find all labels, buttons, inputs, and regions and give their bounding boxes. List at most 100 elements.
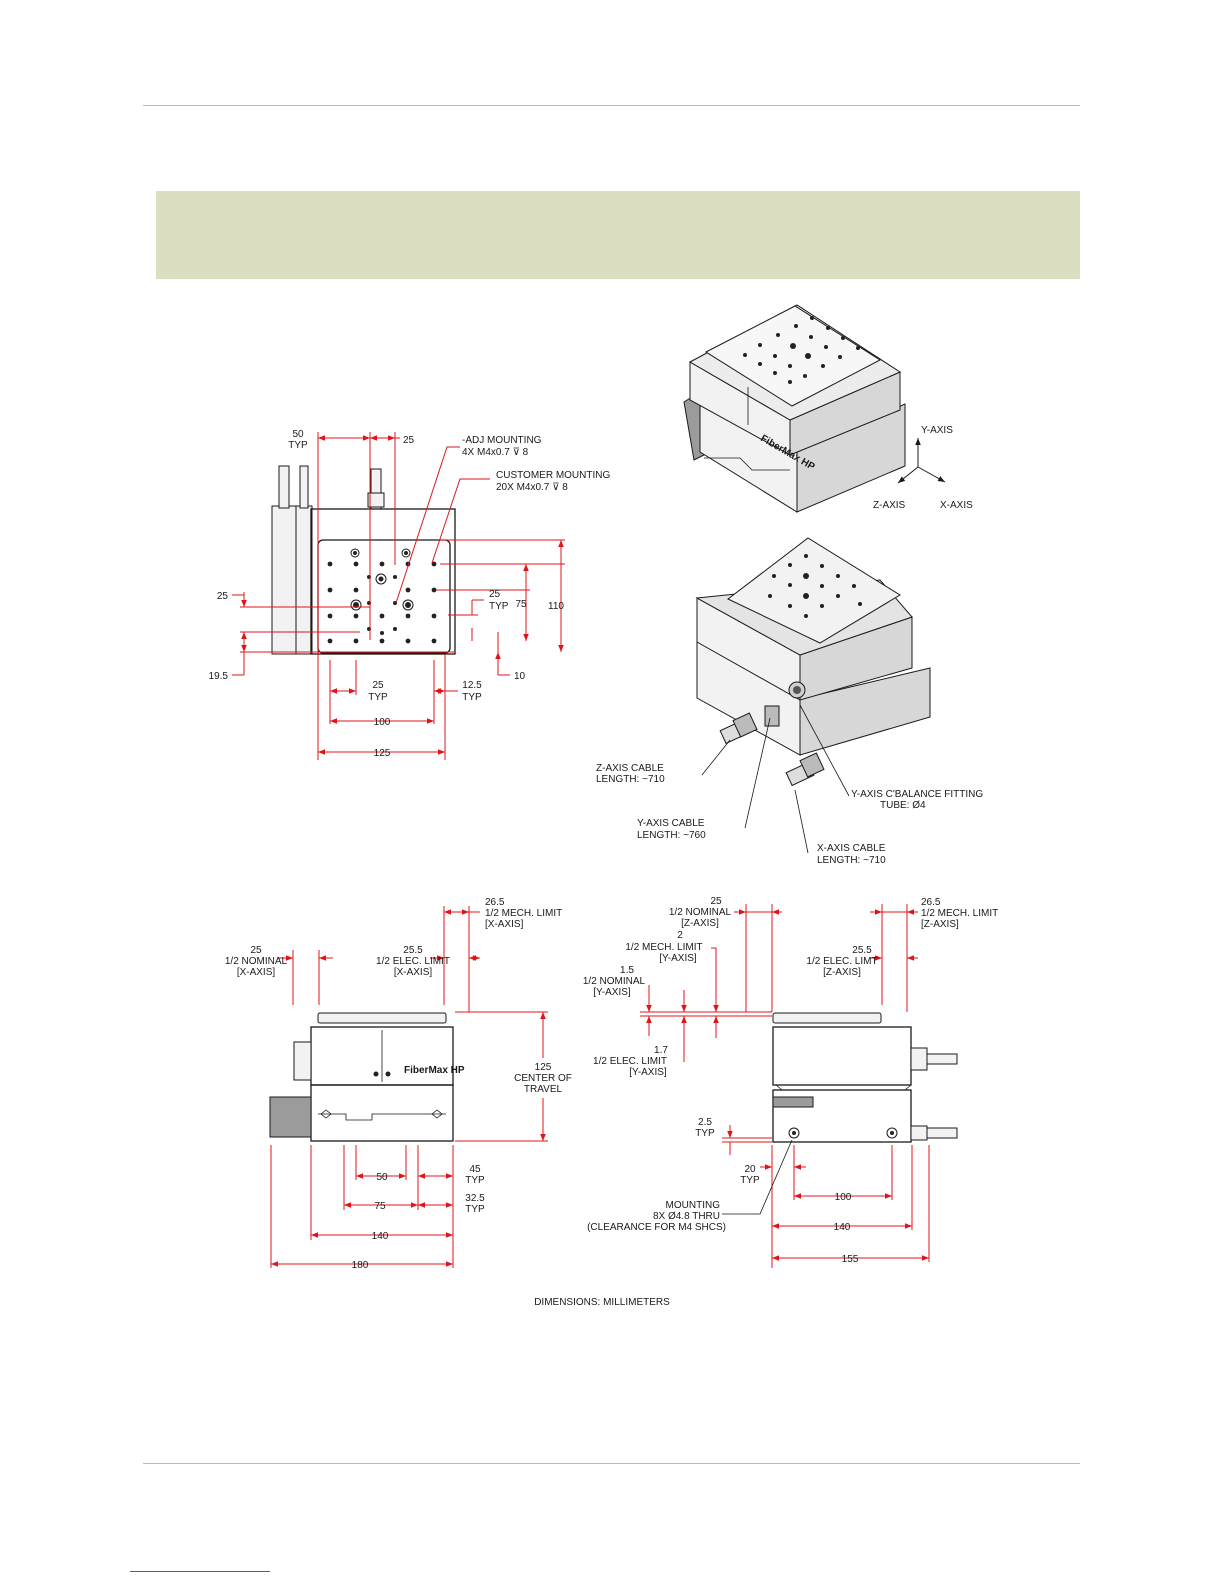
front-dim-140: 140 (372, 1231, 389, 1242)
iso-view-bottom: Z-AXIS CABLE LENGTH: ~710 Y-AXIS CABLE L… (596, 537, 983, 866)
side-half-nominal-z-label: 1/2 NOMINAL (669, 907, 732, 918)
axis-label-x: X-AXIS (940, 500, 973, 511)
side-half-elec-z-axis: [Z-AXIS] (823, 967, 861, 978)
side-dim-20: 20 (744, 1164, 756, 1175)
y-balance-label: Y-AXIS C'BALANCE FITTING (851, 789, 983, 800)
dim-50-typ-label: TYP (288, 440, 308, 451)
front-dim-32-5-typ: TYP (465, 1204, 485, 1215)
side-dim-140: 140 (834, 1222, 851, 1233)
units-note: DIMENSIONS: MILLIMETERS (534, 1297, 670, 1308)
side-half-nominal-y-value: 1.5 (620, 965, 634, 976)
front-dim-45-typ: TYP (465, 1175, 485, 1186)
front-view-x-motor (269, 1096, 312, 1138)
side-view-dimensions (640, 904, 930, 1268)
side-half-elec-y-value: 1.7 (654, 1045, 668, 1056)
top-view-dimensions (232, 432, 565, 760)
y-cable-label: Y-AXIS CABLE (637, 818, 705, 829)
side-half-mech-y-axis: [Y-AXIS] (659, 953, 697, 964)
front-dim-45: 45 (469, 1164, 481, 1175)
x-cable-label: X-AXIS CABLE (817, 843, 886, 854)
side-half-elec-y-label: 1/2 ELEC. LIMIT (593, 1056, 667, 1067)
front-half-nominal-value: 25 (250, 945, 262, 956)
side-half-elec-z-label: 1/2 ELEC. LIMT (806, 956, 877, 967)
side-view-fitting-tube (926, 1053, 958, 1065)
side-half-mech-z-value: 26.5 (921, 897, 941, 908)
dim-25-typ-bottom: 25 (372, 680, 384, 691)
side-view-x-fitting (910, 1125, 928, 1141)
z-cable-length: LENGTH: ~710 (596, 774, 665, 785)
top-view-side-block (271, 505, 297, 655)
iso2-leaders (701, 704, 850, 854)
side-dim-155: 155 (842, 1254, 859, 1265)
side-dim-20-typ: TYP (740, 1175, 760, 1186)
dim-25-top-label: 25 (403, 435, 415, 446)
customer-mounting-spec: 20X M4x0.7 ⊽ 8 (496, 482, 568, 493)
footer-rule (143, 1463, 1080, 1464)
side-half-mech-z-axis: [Z-AXIS] (921, 919, 959, 930)
front-view: FiberMax HP (225, 897, 572, 1271)
side-half-elec-z-value: 25.5 (852, 945, 872, 956)
axis-label-y: Y-AXIS (921, 425, 953, 436)
iso1-axis-triad (897, 438, 946, 484)
front-view-lower-body (310, 1084, 454, 1142)
dim-12-5-label: 12.5 (462, 680, 482, 691)
front-half-elec-label: 1/2 ELEC. LIMIT (376, 956, 450, 967)
footer-link-underline (130, 1571, 270, 1572)
side-half-mech-y-label: 1/2 MECH. LIMIT (625, 942, 702, 953)
side-view-fitting (910, 1047, 928, 1071)
center-travel-label: CENTER OF (514, 1073, 572, 1084)
iso2-cables (719, 681, 825, 787)
z-cable-label: Z-AXIS CABLE (596, 763, 664, 774)
top-view-fitting-base (367, 492, 385, 508)
dim-25-typ-right: 25 (489, 589, 501, 600)
x-cable-length: LENGTH: ~710 (817, 855, 886, 866)
front-view-table (317, 1012, 447, 1024)
dim-100-label: 100 (374, 717, 391, 728)
adj-mounting-label: -ADJ MOUNTING (462, 435, 542, 446)
adj-mounting-spec: 4X M4x0.7 ⊽ 8 (462, 447, 529, 458)
center-travel-label-2: TRAVEL (524, 1084, 563, 1095)
title-band (156, 191, 1080, 279)
top-view-table (317, 539, 451, 654)
iso2-table (727, 537, 901, 644)
dim-25-left-label: 25 (217, 591, 229, 602)
side-view-upper-body (772, 1026, 912, 1086)
dim-10-label: 10 (514, 671, 526, 682)
top-view-hole-grid (327, 548, 437, 644)
top-view-cable-stem (278, 465, 290, 509)
side-half-nominal-y-label: 1/2 NOMINAL (583, 976, 646, 987)
iso1-table (704, 305, 881, 407)
dim-110-label: 110 (548, 601, 564, 612)
front-half-nominal-label: 1/2 NOMINAL (225, 956, 288, 967)
iso2-right-lower (799, 667, 931, 756)
mounting-clearance: (CLEARANCE FOR M4 SHCS) (587, 1222, 726, 1233)
front-half-nominal-axis: [X-AXIS] (237, 967, 276, 978)
dim-19-5-label: 19.5 (209, 671, 229, 682)
front-view-motor (293, 1041, 312, 1081)
top-view-body (310, 508, 456, 655)
customer-mounting-label: CUSTOMER MOUNTING (496, 470, 610, 481)
side-half-elec-y-axis: [Y-AXIS] (629, 1067, 667, 1078)
dim-125-label: 125 (374, 748, 391, 759)
top-view-cable-stem-2 (299, 465, 309, 509)
iso1-table-holes (743, 316, 860, 384)
dim-75-label: 75 (515, 599, 527, 610)
center-travel-value: 125 (535, 1062, 552, 1073)
front-half-mech-axis: [X-AXIS] (485, 919, 524, 930)
side-dim-2-5: 2.5 (698, 1117, 712, 1128)
mounting-spec: 8X Ø4.8 THRU (653, 1211, 720, 1222)
dim-25-typ-right-2: TYP (489, 601, 509, 612)
dim-50-label: 50 (292, 429, 304, 440)
side-half-nominal-y-axis: [Y-AXIS] (593, 987, 631, 998)
front-view-brand: FiberMax HP (404, 1065, 465, 1076)
mounting-leader (722, 1139, 793, 1215)
front-dim-180: 180 (352, 1260, 369, 1271)
front-half-mech-label: 1/2 MECH. LIMIT (485, 908, 562, 919)
y-balance-tube: TUBE: Ø4 (880, 800, 926, 811)
iso-view-top: FiberMax HP Y-AXIS Z-AXIS X-AXIS (683, 304, 973, 513)
side-view-table (772, 1012, 882, 1024)
side-view-logo (772, 1096, 814, 1108)
side-half-mech-y-value: 2 (677, 930, 683, 941)
side-dim-2-5-typ: TYP (695, 1128, 715, 1139)
front-view-dimensions (270, 906, 548, 1268)
